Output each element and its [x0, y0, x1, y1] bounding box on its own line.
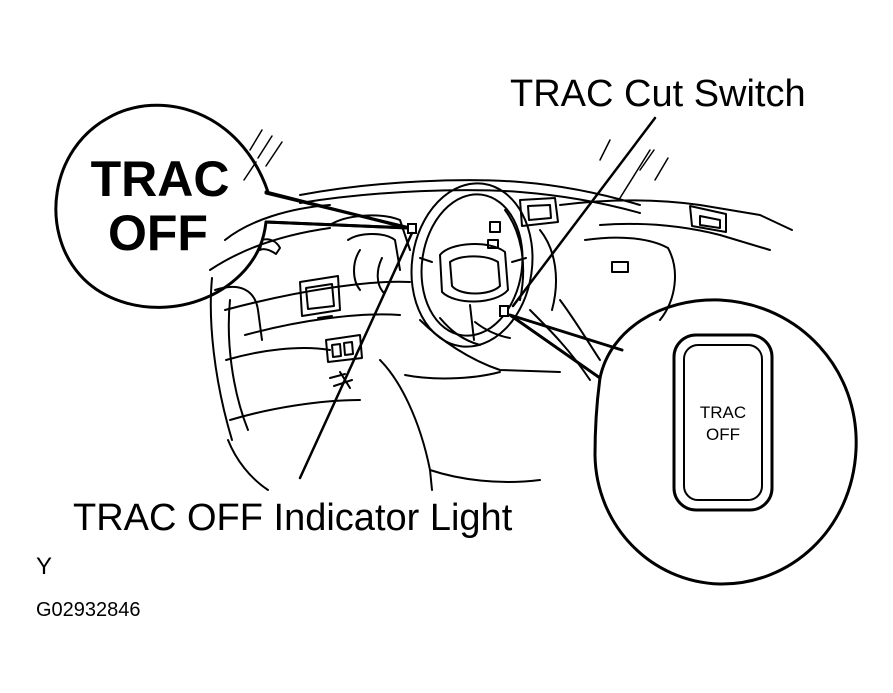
indicator-zoom-line1: TRAC [91, 151, 230, 207]
indicator-leader-line [298, 231, 414, 480]
trac-cut-switch-label: TRAC Cut Switch [510, 73, 806, 115]
switch-zoom-line2: OFF [706, 425, 740, 444]
figure-id: G02932846 [36, 599, 141, 621]
trac-cut-switch-button [672, 333, 774, 512]
switch-zoom-callout: TRAC OFF [499, 298, 858, 586]
indicator-light-marker [407, 223, 417, 234]
steering-wheel [410, 182, 534, 348]
footer-code: Y [36, 553, 52, 580]
switch-zoom-line1: TRAC [700, 403, 746, 422]
cut-switch-leader-line [511, 116, 657, 308]
cut-switch-marker [499, 305, 509, 317]
trac-off-indicator-light-label: TRAC OFF Indicator Light [73, 497, 513, 539]
indicator-zoom-line2: OFF [108, 205, 208, 261]
indicator-zoom-callout: TRAC OFF [54, 103, 417, 309]
